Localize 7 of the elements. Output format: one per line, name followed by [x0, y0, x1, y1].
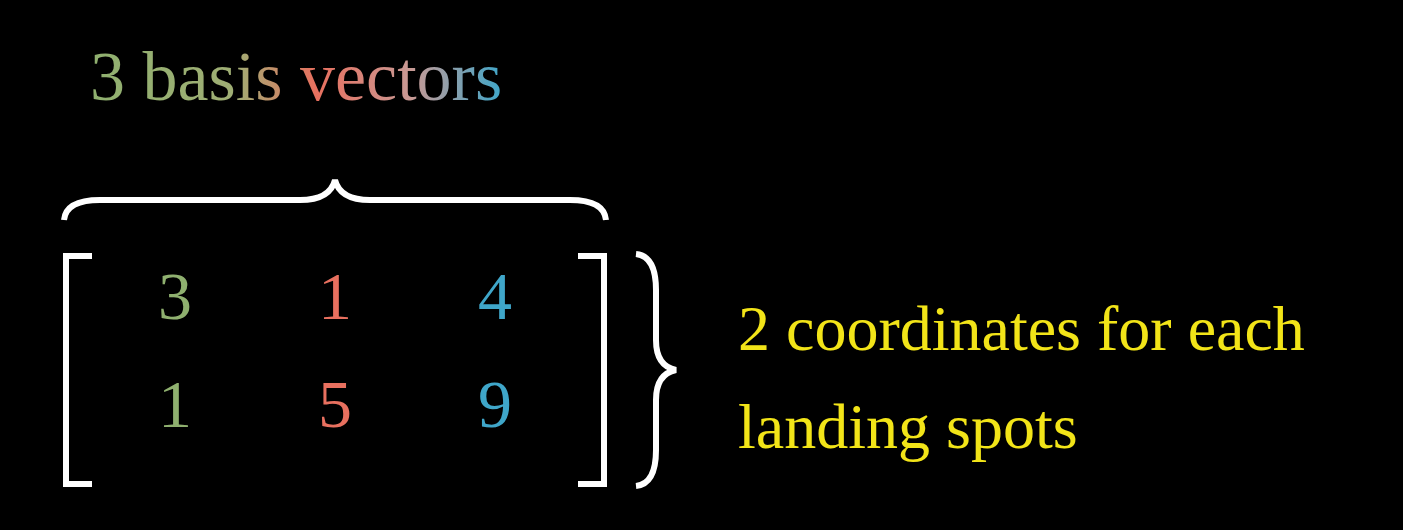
matrix-entry: 5	[318, 370, 352, 438]
matrix-entry: 9	[478, 370, 512, 438]
annotation: 2 coordinates for each landing spots	[738, 292, 1306, 464]
matrix-entry: 4	[478, 262, 512, 330]
matrix-entry: 3	[158, 262, 192, 330]
matrix-entry: 1	[158, 370, 192, 438]
matrix-entry: 1	[318, 262, 352, 330]
